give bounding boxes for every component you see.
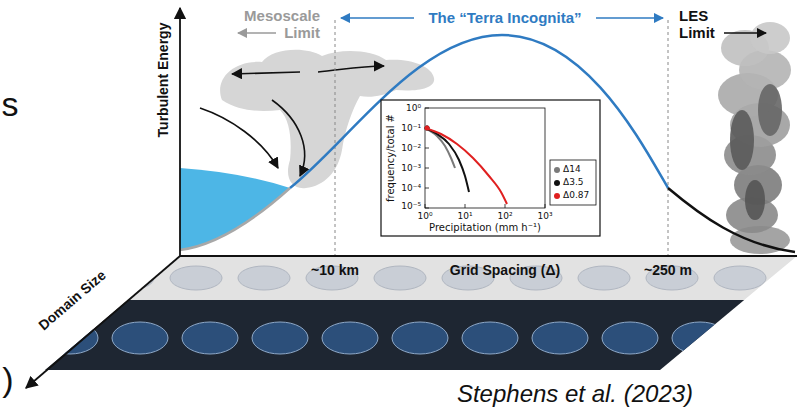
globe-images [0,266,797,370]
slide-fragment: s [2,85,19,124]
inset-tick-label: 10⁻¹ [401,123,421,133]
axis-title: Turbulent Energy [155,23,171,138]
axis-title: Domain Size [35,267,109,333]
header-arrow [724,32,766,34]
legend-text: Δ14 [563,163,581,176]
inset-tick-label: 10⁻³ [401,163,421,173]
inset-frame [381,100,600,236]
legend-entry: Δ3.5 [554,176,583,189]
limit-line [668,20,669,256]
axis-line [26,256,180,388]
legend-swatch [554,180,560,186]
inset-tick-label: 10⁻⁴ [401,183,421,193]
inset-tick-label: 10³ [537,211,552,221]
limit-label: LES Limit [679,7,721,42]
axis-line [180,255,797,257]
energy-curve [668,188,795,252]
axis-line [179,8,181,256]
legend-entry: Δ14 [554,163,581,176]
tick-label: ~10 km [311,262,359,278]
figure-caption: Stephens et al. (2023) [457,380,693,408]
les-plume [718,22,791,254]
region-label: The “Terra Incognita” [428,9,581,26]
header-arrow [341,17,414,19]
limit-line [335,20,336,256]
inset-tick-label: 10⁻⁵ [401,201,421,211]
inset-tick-label: 10² [497,211,512,221]
legend-swatch [554,167,560,173]
limit-label: Mesoscale Limit [232,7,320,42]
header-arrow [238,32,276,34]
energy-curve [180,188,290,250]
inset-ticks [425,108,545,208]
legend-swatch [554,193,560,199]
slide-fragment: ) [2,360,13,399]
inset-tick-label: 10¹ [457,211,472,221]
axis-title: Grid Spacing (Δ) [450,262,560,278]
inset-axis-title: frequency/total # [385,114,397,202]
inset-plot-area [425,108,545,208]
legend-entry: Δ0.87 [554,189,589,202]
water-fill [180,168,290,250]
circulation-arrows [200,66,384,176]
inset-tick-label: 10⁰ [417,211,432,221]
legend-text: Δ0.87 [563,189,589,202]
legend-box [550,160,596,205]
inset-tick-label: 10⁻² [401,143,421,153]
inset-curves [425,126,508,205]
header-arrow [596,17,663,19]
legend-text: Δ3.5 [563,176,583,189]
inset-tick-label: 10⁰ [406,103,421,113]
tick-label: ~250 m [644,262,692,278]
inset-axis-title: Precipitation (mm h⁻¹) [429,222,541,234]
